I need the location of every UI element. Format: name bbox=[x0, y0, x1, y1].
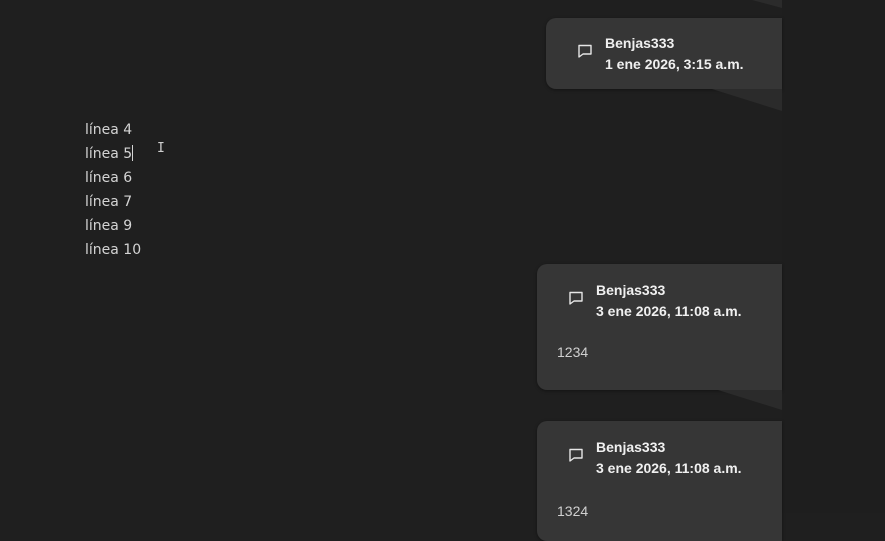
editor-line[interactable]: línea 10 bbox=[85, 242, 142, 258]
comment-body: 1234 bbox=[557, 344, 589, 360]
comment-author: Benjas333 bbox=[596, 282, 666, 298]
editor-line[interactable]: línea 9 bbox=[85, 218, 133, 234]
editor-line[interactable]: línea 4 bbox=[85, 122, 133, 138]
comment-connector bbox=[752, 0, 782, 8]
comment-date: 3 ene 2026, 11:08 a.m. bbox=[596, 460, 742, 476]
comment-icon bbox=[578, 44, 592, 58]
editor-line[interactable]: línea 7 bbox=[85, 194, 133, 210]
comment-date: 3 ene 2026, 11:08 a.m. bbox=[596, 303, 742, 319]
editor-line[interactable]: línea 6 bbox=[85, 170, 133, 186]
comment-icon bbox=[569, 291, 583, 305]
ibeam-cursor-icon: I bbox=[157, 141, 165, 156]
editor-line-text: línea 5 bbox=[85, 146, 133, 162]
comment-card[interactable]: Benjas333 3 ene 2026, 11:08 a.m. 1324 bbox=[537, 421, 782, 541]
comment-icon bbox=[569, 448, 583, 462]
text-editor[interactable]: línea 4 línea 5 línea 6 línea 7 línea 9 … bbox=[85, 118, 141, 262]
comment-body: 1324 bbox=[557, 503, 589, 519]
comment-connector bbox=[712, 89, 782, 111]
comment-author: Benjas333 bbox=[596, 439, 666, 455]
side-margin bbox=[782, 0, 885, 513]
comment-card[interactable]: Benjas333 1 ene 2026, 3:15 a.m. bbox=[546, 18, 782, 89]
comment-author: Benjas333 bbox=[605, 35, 675, 51]
comment-date: 1 ene 2026, 3:15 a.m. bbox=[605, 56, 744, 72]
editor-line-active[interactable]: línea 5 bbox=[85, 142, 141, 166]
text-caret bbox=[132, 145, 134, 161]
comment-card[interactable]: Benjas333 3 ene 2026, 11:08 a.m. 1234 bbox=[537, 264, 782, 390]
comment-connector bbox=[718, 390, 782, 410]
